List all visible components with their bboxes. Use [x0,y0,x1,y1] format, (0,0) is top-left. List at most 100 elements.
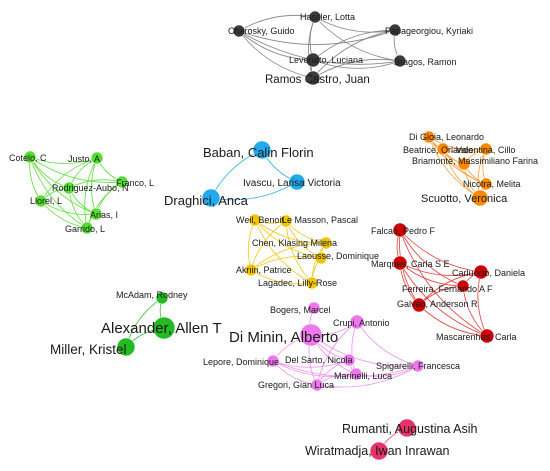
edge-falcao-carluccio [399,229,482,273]
node-label-falcao: Falcao, Pedro F [371,226,436,236]
node-label-wiratmadja: Wiratmadja, Iwan Inrawan [305,444,450,458]
node-chen[interactable] [319,236,333,250]
node-label-valentina: Valentina, Cillo [456,145,515,155]
node-rodriguez[interactable] [62,181,76,195]
node-llorel[interactable] [34,194,48,208]
node-label-llorel: Llorel, L [30,196,62,206]
edge-lepore-spigarelli [272,360,419,378]
node-label-rodriguez: Rodriguez-Aubo, N [52,183,129,193]
node-spigarelli[interactable] [411,359,425,373]
node-lemasson[interactable] [279,214,293,228]
node-weil[interactable] [248,213,262,227]
edge-hassler-bragos [314,16,401,62]
edge-chen-aknin [250,242,327,271]
node-draghici[interactable] [201,188,221,208]
node-valentina[interactable] [479,142,493,156]
node-label-rumanti: Rumanti, Augustina Asih [342,422,478,436]
node-aknin[interactable] [244,263,258,277]
node-mascarenhas[interactable] [479,328,495,344]
node-label-mcadam: McAdam, Rodney [116,290,188,300]
node-cotelo[interactable] [23,150,37,164]
node-label-marinelli: Marinelli, Luca [334,371,392,381]
node-label-leveratto: Leveratto, Luciana [289,55,363,65]
node-label-arias: Arias, I [90,210,118,220]
node-scuotto[interactable] [471,189,489,207]
node-label-garrido: Garrido, L [65,224,105,234]
edge-carluccio-mascarenhas [477,271,488,337]
edge-laousse-aknin [250,255,322,271]
node-falcao[interactable] [392,222,408,238]
node-galvao[interactable] [411,297,427,313]
node-digioia[interactable] [422,130,436,144]
node-bragos[interactable] [393,54,407,68]
node-alexander[interactable] [152,316,176,340]
node-franco[interactable] [115,175,129,189]
node-ramos[interactable] [305,70,321,86]
node-justo[interactable] [90,151,104,165]
edge-justo-garrido [84,157,98,229]
node-ivascu[interactable] [288,173,306,191]
node-label-marques: Marques, Carla S E [371,259,450,269]
node-gregori[interactable] [310,378,324,392]
node-laousse[interactable] [314,251,328,265]
node-garrido[interactable] [80,221,94,235]
node-label-spigarelli: Spigarelli, Francesca [376,361,460,371]
node-label-nicotra: Nicotra, Melita [463,179,521,189]
node-beatrice[interactable] [436,142,450,156]
node-baban[interactable] [252,140,272,160]
node-lepore[interactable] [266,354,280,368]
node-label-baban: Baban, Calin Florin [203,145,314,160]
node-label-digioia: Di Gioia, Leonardo [409,132,484,142]
node-label-charosky: Charosky, Guido [228,26,294,36]
node-bogers[interactable] [307,301,321,315]
node-label-galvao: Galvao, Anderson R [397,299,478,309]
node-mcadam[interactable] [155,291,169,305]
edge-hassler-papageorgiou [314,16,396,33]
node-delsarto[interactable] [342,353,356,367]
edge-gregori-spigarelli [316,365,419,388]
node-label-weil: Weil, Benoit [236,215,284,225]
node-label-crupi: Crupi, Antonio [333,318,390,328]
node-label-ivascu: Ivascu, Larisa Victoria [243,178,341,189]
edge-hassler-charosky [238,14,316,32]
edge-leveratto-bragos [312,59,401,69]
node-label-chen: Chen, Klasing Milena [252,238,337,248]
edge-charosky-ramos [238,30,314,79]
node-marques[interactable] [392,255,408,271]
node-miller[interactable] [116,337,136,357]
node-leveratto[interactable] [305,52,321,68]
edge-lemasson-lagadec [285,220,313,284]
edge-lepore-marinelli [272,360,357,377]
edge-marques-mascarenhas [399,262,488,337]
node-crupi[interactable] [349,314,365,330]
node-nicotra[interactable] [479,177,493,191]
node-label-ferreira: Ferreira, Fernando A F [402,284,493,294]
node-wiratmadja[interactable] [369,441,389,461]
node-label-justo: Justo, A [68,154,100,164]
edge-digioia-scuotto [428,136,481,199]
node-papageorgiou[interactable] [388,23,402,37]
node-label-franco: Franco, L [116,178,154,188]
node-hassler[interactable] [308,10,322,24]
node-label-draghici: Draghici, Anca [164,193,249,208]
node-label-mascarenhas: Mascarenhas, Carla [436,332,517,342]
node-label-alexander: Alexander, Allen T [101,320,222,337]
node-charosky[interactable] [232,24,246,38]
node-lagadec[interactable] [305,276,319,290]
edge-weil-lagadec [254,219,313,284]
node-carluccio[interactable] [473,264,489,280]
node-label-lemasson: Le Masson, Pascal [282,215,358,225]
node-rumanti[interactable] [397,418,417,438]
node-briamonte[interactable] [457,157,471,171]
node-marinelli[interactable] [349,367,363,381]
edge-justo-llorel [40,157,98,202]
edge-weil-laousse [254,219,322,259]
node-label-gregori: Gregori, Gian Luca [258,380,334,390]
edge-cotelo-franco [29,156,123,183]
node-diminin[interactable] [299,323,323,347]
node-ferreira[interactable] [456,279,470,293]
node-label-papageorgiou: Papageorgiou, Kyriaki [385,26,473,36]
node-arias[interactable] [89,207,103,221]
node-label-aknin: Aknin, Patrice [236,265,292,275]
nodes-layer [23,10,495,461]
